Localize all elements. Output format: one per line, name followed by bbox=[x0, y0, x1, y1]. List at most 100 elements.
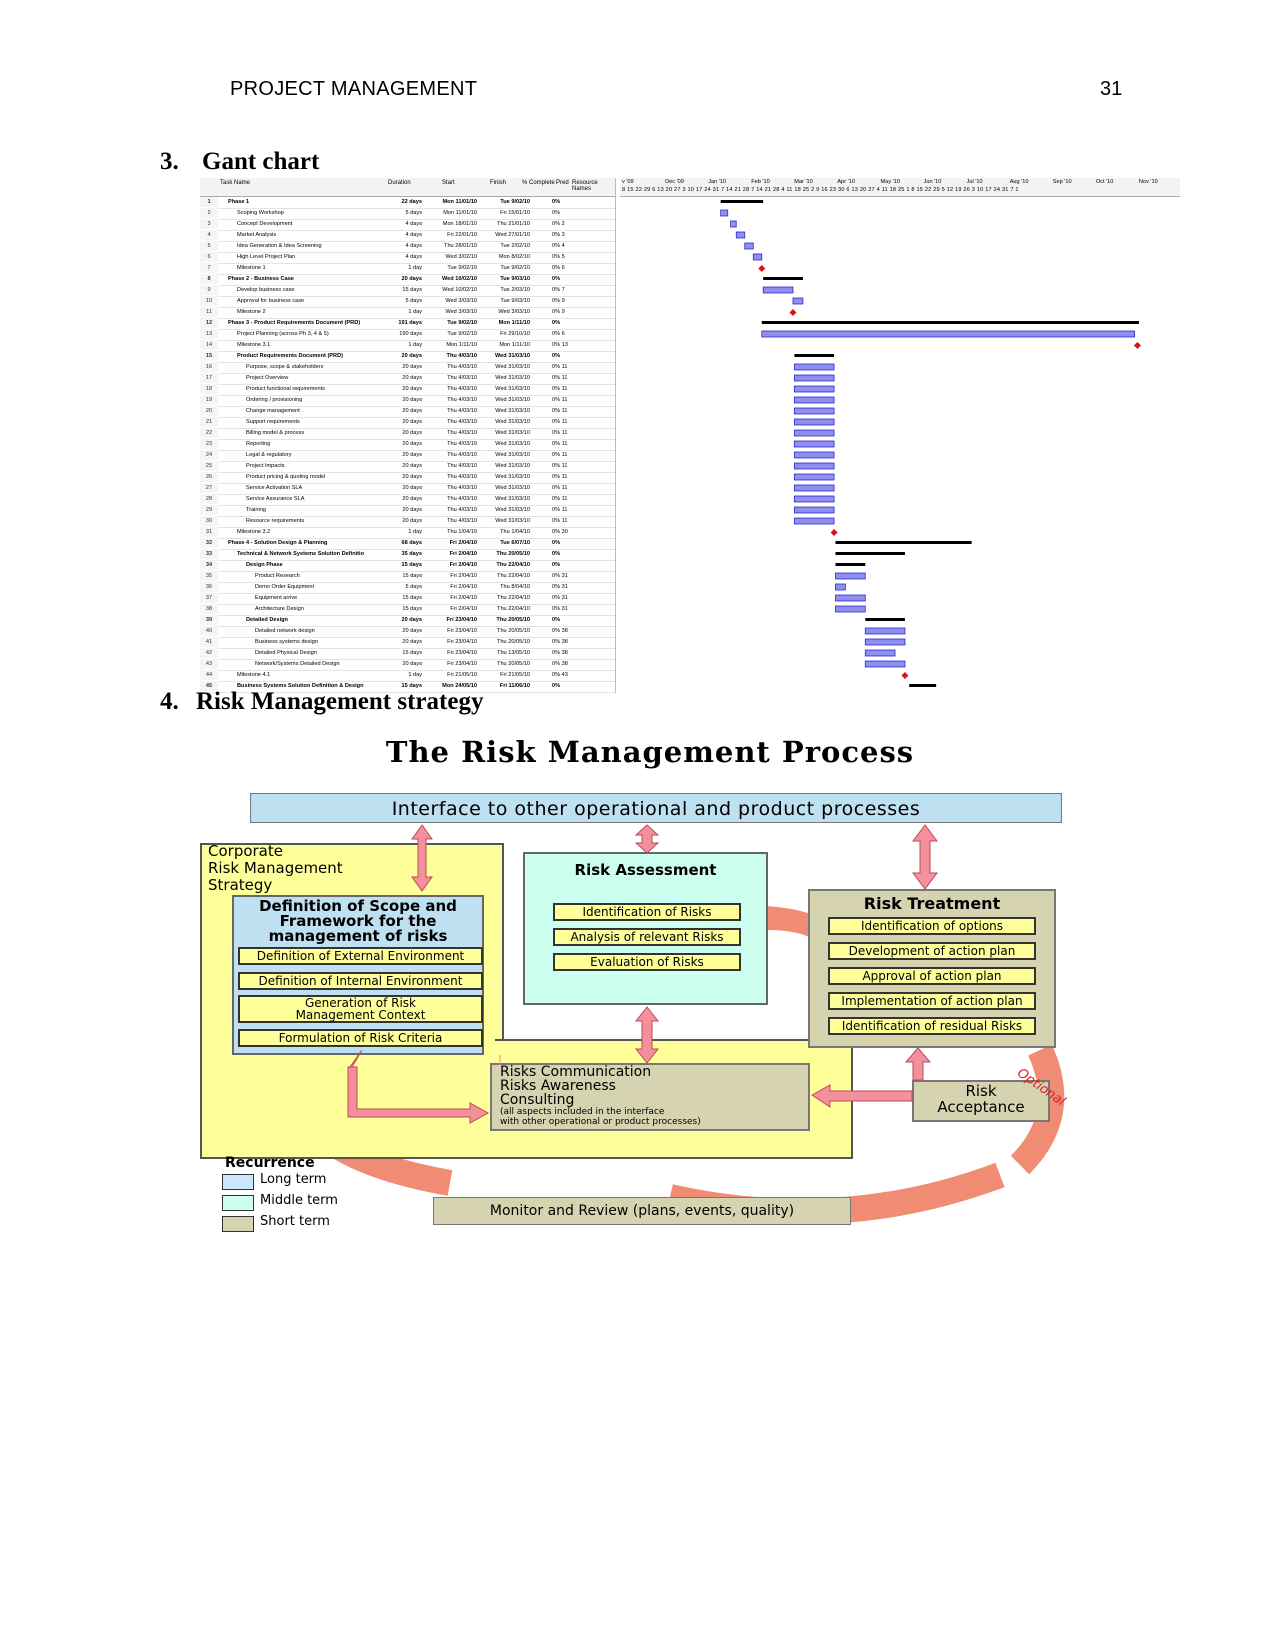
task-duration: 20 days bbox=[401, 617, 422, 623]
task-name: Project Impacts bbox=[246, 463, 285, 469]
task-start: Fri 21/05/10 bbox=[447, 672, 477, 678]
task-start: Thu 4/03/10 bbox=[447, 419, 477, 425]
task-duration: 20 days bbox=[402, 628, 422, 634]
task-duration: 20 days bbox=[402, 364, 422, 370]
task-name: Concept Development bbox=[237, 221, 293, 227]
task-finish: Tue 9/02/10 bbox=[500, 199, 530, 205]
legend-label-short-term: Short term bbox=[260, 1214, 330, 1229]
task-duration: 35 days bbox=[401, 551, 422, 557]
task-duration: 15 days bbox=[402, 595, 422, 601]
arrow-interface-corporate bbox=[411, 824, 433, 892]
timeline-month-label: Apr '10 bbox=[837, 179, 855, 185]
task-percent-pred: 0% 38 bbox=[552, 661, 568, 667]
gantt-task-bar bbox=[720, 209, 729, 217]
task-duration: 22 days bbox=[401, 199, 422, 205]
task-finish: Tue 2/03/10 bbox=[500, 287, 530, 293]
monitor-review-label: Monitor and Review (plans, events, quali… bbox=[489, 1203, 795, 1219]
task-start: Mon 18/01/10 bbox=[442, 221, 477, 227]
task-start: Tue 9/02/10 bbox=[447, 331, 477, 337]
task-duration: 1 day bbox=[408, 342, 422, 348]
task-start: Tue 9/02/10 bbox=[447, 265, 477, 271]
task-duration: 1 day bbox=[408, 672, 422, 678]
task-percent-pred: 0% 11 bbox=[552, 463, 568, 469]
task-percent-pred: 0% bbox=[552, 276, 561, 282]
task-start: Wed 3/02/10 bbox=[445, 254, 477, 260]
task-finish: Wed 31/03/10 bbox=[495, 441, 530, 447]
task-start: Thu 4/03/10 bbox=[447, 496, 477, 502]
section-heading-risk: 4.Risk Management strategy bbox=[160, 688, 483, 716]
task-duration: 20 days bbox=[402, 507, 422, 513]
task-name: Milestone 3.2 bbox=[237, 529, 271, 535]
task-percent-pred: 0% 11 bbox=[552, 430, 568, 436]
gantt-task-bar bbox=[793, 440, 835, 448]
task-name: Detailed Physical Design bbox=[255, 650, 317, 656]
task-name: Phase 3 - Product Requirements Document … bbox=[228, 320, 361, 326]
task-duration: 4 days bbox=[405, 221, 422, 227]
task-duration: 15 days bbox=[402, 287, 422, 293]
task-finish: Wed 31/03/10 bbox=[495, 397, 530, 403]
arrow-corporate-communication bbox=[347, 1049, 490, 1124]
task-start: Thu 4/03/10 bbox=[447, 518, 477, 524]
column-header-duration: Duration bbox=[388, 180, 411, 186]
gantt-milestone-marker bbox=[1133, 342, 1141, 349]
task-finish: Tue 6/07/10 bbox=[500, 540, 530, 546]
task-id: 31 bbox=[200, 527, 218, 537]
task-start: Thu 4/03/10 bbox=[447, 452, 477, 458]
gantt-task-bar bbox=[793, 506, 835, 514]
definition-title: Definition of Scope and Framework for th… bbox=[259, 897, 457, 945]
task-finish: Fri 29/10/10 bbox=[500, 331, 530, 337]
task-finish: Thu 21/01/10 bbox=[497, 221, 530, 227]
task-duration: 1 day bbox=[408, 529, 422, 535]
task-id: 43 bbox=[200, 659, 218, 669]
task-duration: 20 days bbox=[402, 496, 422, 502]
task-name: Architecture Design bbox=[255, 606, 304, 612]
task-finish: Wed 31/03/10 bbox=[495, 518, 530, 524]
task-id: 20 bbox=[200, 406, 218, 416]
